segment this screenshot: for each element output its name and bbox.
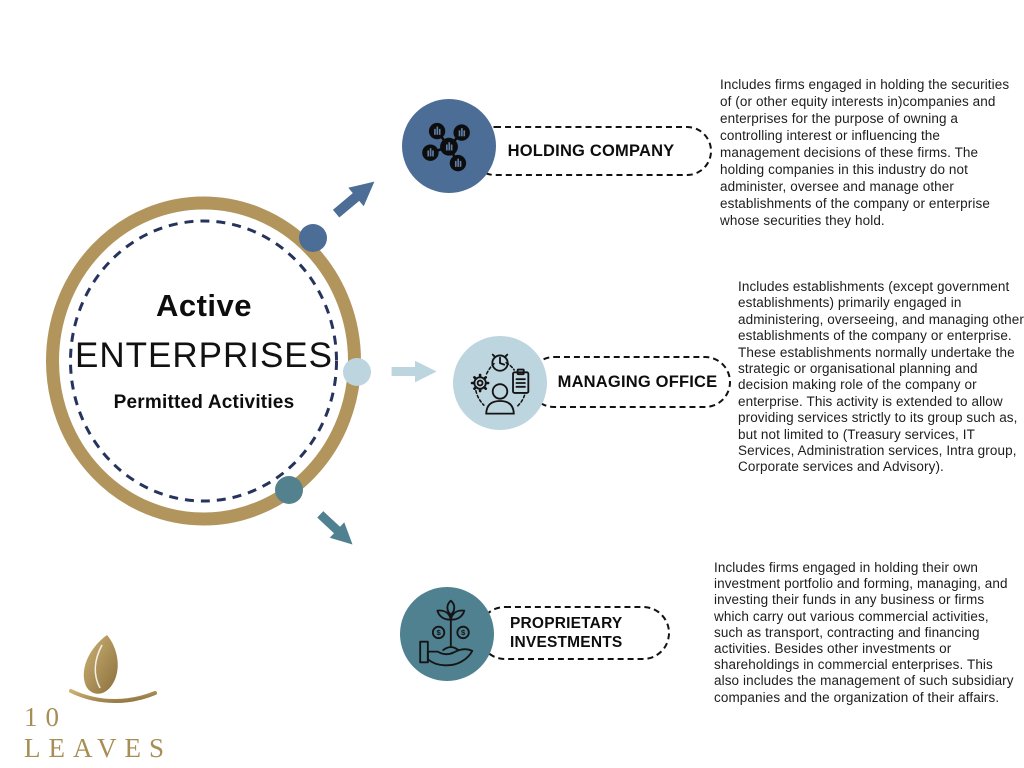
arrow-to-holding-icon [332,181,375,218]
svg-text:$: $ [461,628,466,637]
connector-dot-proprietary [275,476,303,504]
holding-company-description: Includes firms engaged in holding the se… [720,77,1010,228]
dashed-inner-ring [69,219,338,503]
svg-text:$: $ [436,628,441,637]
central-ring [46,196,371,526]
managing-person-icon [470,353,530,415]
holding-company-pill: HOLDING COMPANY [470,126,712,176]
proprietary-investments-pill: PROPRIETARY INVESTMENTS [478,606,670,660]
network-buildings-icon [422,122,470,172]
proprietary-investments-description: Includes firms engaged in holding their … [714,560,1014,705]
center-title-block: Active ENTERPRISES Permitted Activities [58,288,350,414]
center-title-top: Active [155,288,253,323]
managing-office-description: Includes establishments (except governme… [738,279,1024,475]
holding-company-label: HOLDING COMPANY [507,141,675,160]
managing-office-node [453,336,547,430]
arrow-to-managing-icon [391,360,437,383]
ten-leaves-logo-text: 10 LEAVES [24,702,173,763]
managing-office-label: MANAGING OFFICE [557,372,718,391]
center-subtitle: Permitted Activities [113,392,295,413]
connector-dot-managing [343,358,371,386]
center-title-main: ENTERPRISES [75,336,333,375]
proprietary-investments-node: $ $ [400,587,494,681]
connector-dot-holding [299,224,327,252]
arrow-to-proprietary-icon [317,511,353,545]
managing-office-pill: MANAGING OFFICE [528,356,731,408]
hand-plant-money-icon: $ $ [419,599,474,667]
holding-company-node [402,99,496,193]
proprietary-investments-label: PROPRIETARY INVESTMENTS [510,615,623,651]
ten-leaves-leaf-icon [69,635,157,703]
